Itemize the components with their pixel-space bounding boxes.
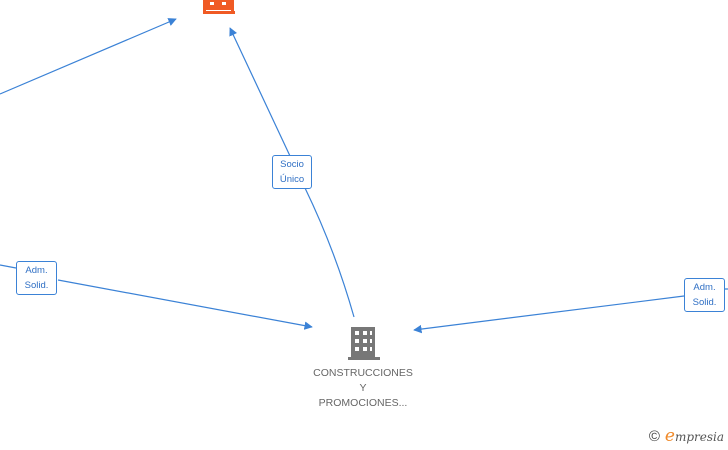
edge-socio-unico — [229, 27, 355, 318]
edge-label-adm-solid-left[interactable]: Adm. Solid. — [16, 261, 57, 295]
brand-logo[interactable]: empresia — [665, 426, 724, 446]
edge-label-line: Solid. — [692, 297, 717, 308]
brand-initial: e — [664, 426, 675, 446]
edge-adm-solid-left — [0, 264, 312, 327]
edge-label-line: Único — [279, 174, 305, 185]
edge-label-line: Adm. — [693, 282, 716, 293]
top-node-building-icon[interactable] — [203, 0, 235, 14]
brand-rest: mpresia — [674, 430, 724, 444]
brand-footer: © empresia — [649, 426, 724, 446]
caption-line: CONSTRUCCIONES — [313, 367, 413, 379]
edge-label-line: Socio — [280, 159, 304, 170]
edge-label-line: Adm. — [25, 265, 48, 276]
copyright-icon: © — [648, 427, 660, 445]
main-node-building-icon[interactable] — [348, 327, 380, 360]
main-node-caption[interactable]: CONSTRUCCIONES Y PROMOCIONES... — [293, 366, 433, 411]
edge-top-left — [0, 18, 177, 95]
caption-line: PROMOCIONES... — [318, 397, 408, 409]
edge-label-line: Solid. — [24, 280, 49, 291]
edge-adm-solid-right — [414, 288, 728, 330]
edge-label-adm-solid-right[interactable]: Adm. Solid. — [684, 278, 725, 312]
edge-label-socio-unico[interactable]: Socio Único — [272, 155, 312, 189]
caption-line: Y — [359, 382, 367, 394]
